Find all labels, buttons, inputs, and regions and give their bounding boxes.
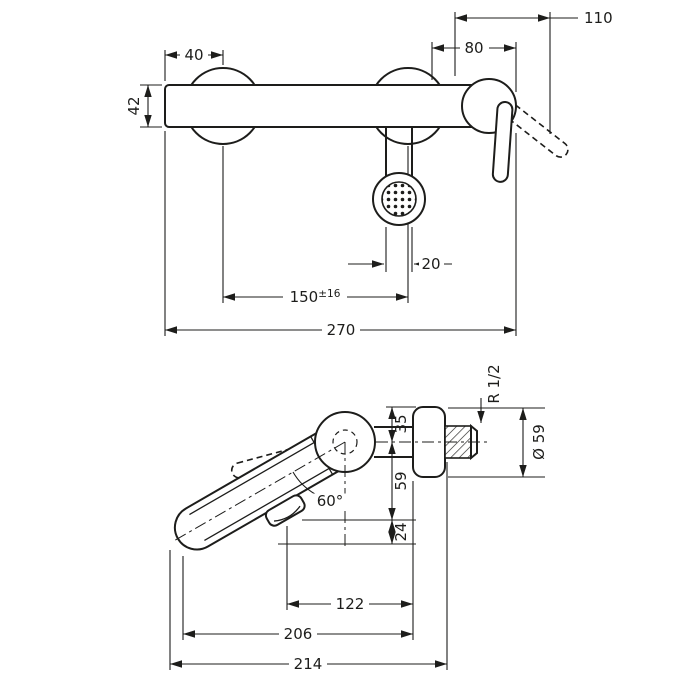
dim-label-214: 214 xyxy=(294,655,323,673)
dim-label-60deg: 60° xyxy=(317,492,344,510)
dim-42: 42 xyxy=(125,84,162,128)
spout-contour xyxy=(189,433,329,516)
dim-label-150: 150±16 xyxy=(290,288,341,306)
dim-label-59: 59 xyxy=(392,471,410,490)
dim-35: 35 xyxy=(386,406,416,442)
dim-59-vertical: 59 xyxy=(302,442,416,521)
dim-label-110: 110 xyxy=(584,9,613,27)
dim-label-thread: R 1/2 xyxy=(485,364,503,403)
dim-angle-60: 60° xyxy=(292,471,348,510)
dim-label-206: 206 xyxy=(284,625,313,643)
dim-150: 150±16 xyxy=(223,288,408,306)
dim-label-24: 24 xyxy=(392,522,410,541)
handle-lever xyxy=(491,100,514,183)
dim-label-diameter: Ø 59 xyxy=(530,424,548,460)
dim-122: 122 xyxy=(286,481,414,640)
center-line-spout-axis xyxy=(171,441,346,543)
dim-214: 214 xyxy=(169,462,448,673)
spout-contour xyxy=(204,459,344,542)
dim-diameter: Ø 59 xyxy=(448,407,548,478)
dim-label-40: 40 xyxy=(184,46,203,64)
dim-206: 206 xyxy=(182,556,413,643)
dim-label-270: 270 xyxy=(327,321,356,339)
dim-label-35: 35 xyxy=(392,414,410,433)
spout-outlet xyxy=(264,494,306,527)
dim-20: 20 xyxy=(348,227,452,273)
dim-40: 40 xyxy=(164,46,224,81)
front-view: 110 80 40 42 xyxy=(125,9,613,339)
dim-label-42: 42 xyxy=(125,96,143,115)
aerator-face xyxy=(381,181,417,217)
outlet-rim xyxy=(273,505,301,522)
dim-label-122: 122 xyxy=(336,595,365,613)
dim-24: 24 xyxy=(278,520,416,545)
mixer-body xyxy=(164,84,486,128)
dim-label-80: 80 xyxy=(464,39,483,57)
dim-80: 80 xyxy=(431,39,517,92)
plan-view: 60° 35 59 24 122 xyxy=(169,364,548,673)
dim-110: 110 xyxy=(454,9,613,134)
dim-thread: R 1/2 xyxy=(477,364,503,423)
dim-label-20: 20 xyxy=(421,255,440,273)
dim-270: 270 xyxy=(164,131,517,339)
